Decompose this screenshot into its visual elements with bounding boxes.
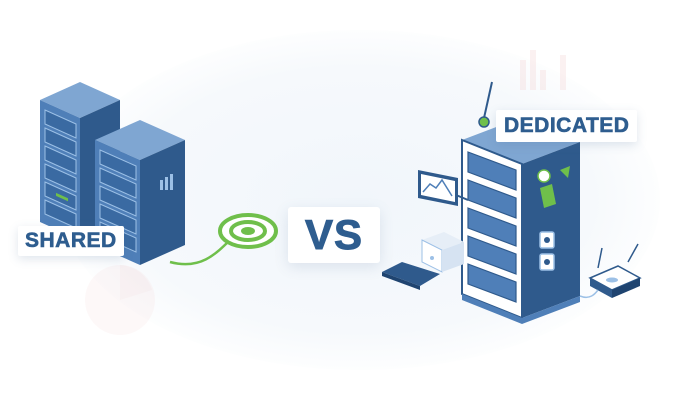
chart-monitor-icon [418,170,469,206]
versus-badge: VS [288,207,380,263]
versus-label: VS [304,211,364,259]
tablet-device-icon [382,262,440,290]
faint-bar-decoration [520,50,566,90]
dedicated-label: DEDICATED [496,110,638,142]
shared-label: SHARED [18,226,124,256]
shared-servers-icon [40,82,185,265]
storage-box-icon [421,232,464,273]
shared-server-right-icon [95,120,185,265]
router-icon [579,243,642,299]
faint-pie-decoration [85,265,155,335]
dedicated-server-tower-icon [461,81,580,324]
green-ring-connector-icon [218,213,278,249]
